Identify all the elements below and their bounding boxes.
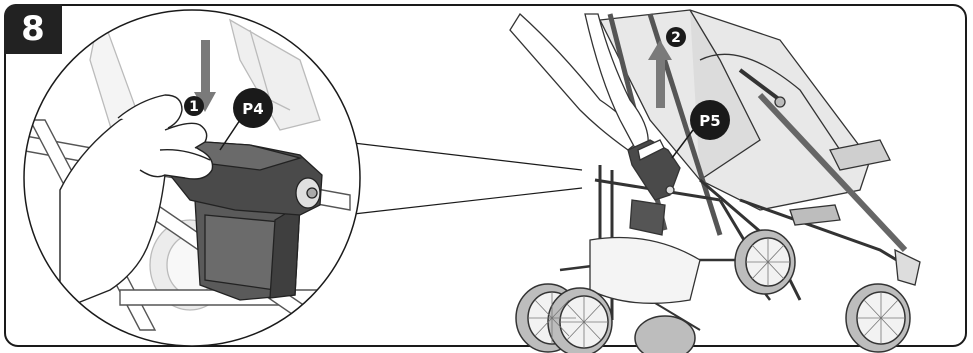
part-callout-p5-label: P5 xyxy=(699,112,720,130)
step-marker-2: 2 xyxy=(666,27,686,47)
stroller-illustration xyxy=(509,9,921,353)
part-callout-p4-label: P4 xyxy=(242,100,263,118)
part-callout-p5: P5 xyxy=(671,100,730,159)
zoom-circle-outline xyxy=(23,9,361,347)
step-marker-1-label: 1 xyxy=(189,99,199,115)
instruction-frame xyxy=(4,4,967,347)
zoom-connector-bottom xyxy=(344,187,583,216)
down-arrow-icon xyxy=(194,40,216,112)
zoom-detail xyxy=(24,10,360,346)
zoom-connector-top xyxy=(344,141,583,171)
step-marker-2-label: 2 xyxy=(671,30,681,46)
part-callout-p4: P4 xyxy=(219,88,273,151)
step-number-badge: 8 xyxy=(4,4,62,54)
up-arrow-icon xyxy=(648,40,672,108)
step-marker-1: 1 xyxy=(184,96,204,116)
